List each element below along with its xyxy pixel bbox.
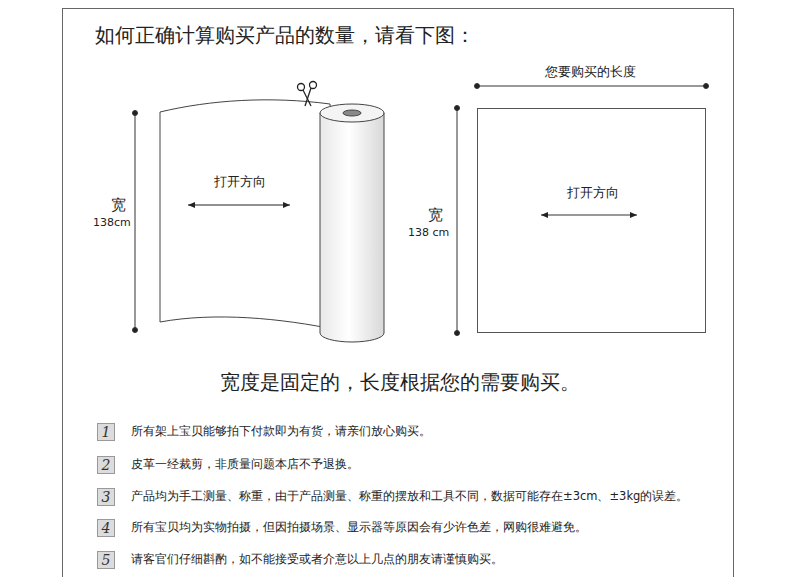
width-dimension [457,108,458,333]
callout-number: 3 [102,490,111,504]
dimension-dot [475,84,480,89]
length-dimension [477,86,706,87]
note-text: 所有宝贝均为实物拍摄，但因拍摄场景、显示器等原因会有少许色差，网购很难避免。 [130,521,588,535]
cut-length-box: 打开方向 [477,108,706,333]
number-box: 1 [97,423,115,441]
number-box: 2 [97,456,115,474]
direction-arrow [541,215,637,216]
dimension-label: 宽 [427,206,444,224]
callout-number: 2 [102,458,111,472]
direction-label: 打开方向 [565,185,621,201]
note-text: 所有架上宝贝能够拍下付款即为有货，请亲们放心购买。 [130,425,432,439]
note-text: 产品均为手工测量、称重，由于产品测量、称重的摆放和工具不同，数据可能存在±3cm… [130,490,689,504]
dimension-dot [455,106,460,111]
dimension-value: 138cm [92,216,132,229]
dimension-label: 您要购买的长度 [544,64,637,80]
page-frame [63,9,734,577]
direction-label: 打开方向 [212,174,268,190]
dimension-dot [133,111,138,116]
dimension-dot [455,331,460,336]
caption-text: 宽度是固定的，长度根据您的需要购买。 [220,370,580,394]
number-box: 4 [97,519,115,537]
dimension-label: 宽 [110,196,127,214]
callout-number: 1 [102,425,111,439]
number-box: 5 [97,551,115,569]
width-dimension [135,113,136,330]
title-text: 如何正确计算购买产品的数量，请看下图： [95,23,475,47]
note-text: 请客官们仔细斟酌，如不能接受或者介意以上几点的朋友请谨慎购买。 [130,553,504,567]
fabric-roll: 打开方向 [155,88,395,348]
dimension-value: 138 cm [407,226,450,239]
dimension-dot [704,84,709,89]
fabric-roll-art [155,88,395,348]
number-box: 3 [97,488,115,506]
note-text: 皮革一经裁剪，非质量问题本店不予退换。 [130,458,360,472]
callout-number: 5 [102,553,111,567]
dimension-dot [133,328,138,333]
callout-number: 4 [102,521,111,535]
